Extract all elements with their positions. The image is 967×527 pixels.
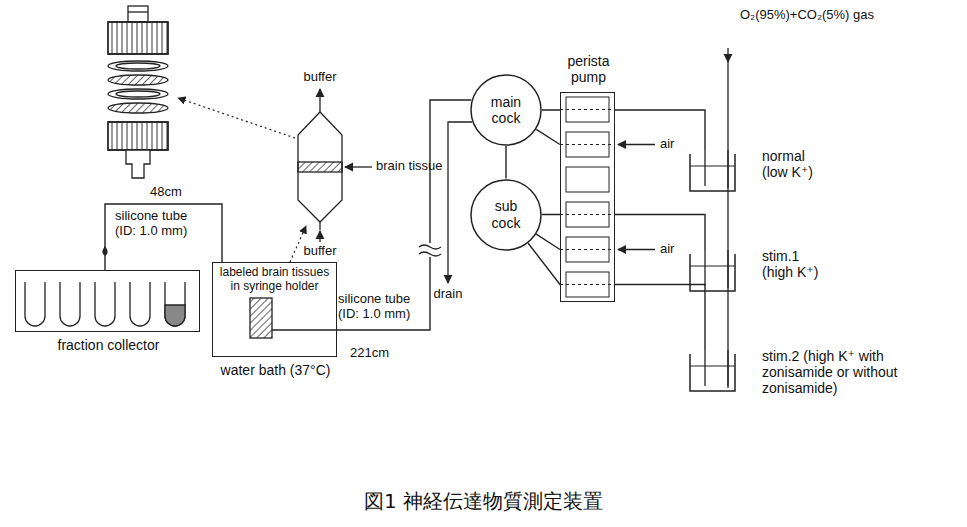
- intake-tube: [704, 250, 705, 286]
- text-holder: 図1 神経伝達物質測定装置: [0, 490, 967, 513]
- intake-tube: [704, 350, 705, 386]
- cock-circle: [471, 75, 541, 145]
- dotted-detail-arrow: [178, 98, 306, 262]
- flow-label: buffer: [290, 244, 350, 259]
- pump-tube: [560, 143, 615, 144]
- node-label: perista pump: [554, 53, 624, 85]
- air-label: air: [660, 137, 674, 152]
- text-holder: drain: [428, 287, 468, 302]
- text-holder: perista pump: [554, 53, 624, 85]
- peristaltic-pump: perista pump: [560, 92, 615, 302]
- text-holder: stim.2 (high K⁺ with zonisamide or witho…: [762, 348, 902, 396]
- fraction-collector: fraction collector: [15, 270, 200, 332]
- water-bath: labeled brain tissues in syringe holderw…: [212, 262, 337, 357]
- bottle-label: stim.2 (high K⁺ with zonisamide or witho…: [762, 348, 902, 396]
- drain-line: [448, 122, 472, 283]
- bottle-label: stim.1 (high K⁺): [762, 248, 828, 280]
- text-holder: normal (low K⁺): [762, 148, 824, 180]
- pump-cells: [560, 92, 615, 302]
- text-holder: silicone tube (ID: 1.0 mm): [338, 292, 428, 322]
- dimension-label: 48cm: [150, 185, 182, 200]
- labeled-tissue: [250, 298, 337, 338]
- text-holder: air: [660, 242, 674, 257]
- node-label: main cock: [484, 94, 528, 126]
- pump-tube: [560, 248, 615, 249]
- dimension-label: 221cm: [350, 346, 389, 361]
- buffer-bottle: stim.1 (high K⁺): [685, 250, 740, 292]
- text-holder: buffer: [290, 70, 350, 85]
- node-label: sub cock: [484, 198, 528, 230]
- figure-caption: 図1 神経伝達物質測定装置: [0, 490, 967, 513]
- main-cock: main cock: [470, 74, 542, 146]
- bottle-outline: [685, 250, 740, 294]
- text-holder: water bath (37°C): [196, 362, 356, 378]
- bottle-label: normal (low K⁺): [762, 148, 824, 180]
- text-holder: air: [660, 137, 674, 152]
- node-label: water bath (37°C): [196, 362, 356, 378]
- sub-cock: sub cock: [470, 179, 542, 251]
- gas-tube: [727, 150, 728, 188]
- text-holder: brain tissue: [376, 159, 442, 174]
- pump-tube: [560, 213, 615, 214]
- tube-label: silicone tube (ID: 1.0 mm): [338, 292, 428, 322]
- text-holder: 48cm: [150, 185, 182, 200]
- tube-connector: [505, 146, 506, 179]
- drain-label: drain: [428, 287, 468, 302]
- gas-tube: [727, 350, 728, 388]
- node-label: labeled brain tissues in syringe holder: [218, 266, 331, 294]
- bottle-outline: [685, 150, 740, 194]
- pump-tube: [560, 283, 615, 284]
- tube-connector: [105, 204, 222, 270]
- bottle-outline: [685, 350, 740, 394]
- text-holder: 221cm: [350, 346, 389, 361]
- text-holder: stim.1 (high K⁺): [762, 248, 828, 280]
- cock-circle: [471, 180, 541, 250]
- pump-cell: [566, 167, 609, 192]
- break-symbol: [419, 245, 441, 256]
- syringe-holder-exploded: [108, 6, 168, 178]
- intake-tube: [704, 150, 705, 186]
- gas-tube: [727, 250, 728, 288]
- tube-connector: [337, 100, 471, 330]
- tube-label: silicone tube (ID: 1.0 mm): [115, 209, 207, 239]
- air-label: air: [660, 242, 674, 257]
- buffer-bottle: stim.2 (high K⁺ with zonisamide or witho…: [685, 350, 740, 392]
- flow-label: buffer: [290, 70, 350, 85]
- syringe-holder-chamber: [298, 89, 372, 242]
- text-holder: silicone tube (ID: 1.0 mm): [115, 209, 207, 239]
- part-label: brain tissue: [376, 159, 442, 174]
- text-holder: O₂(95%)+CO₂(5%) gas: [740, 8, 925, 23]
- tube-connector: [528, 243, 705, 350]
- gas-label: O₂(95%)+CO₂(5%) gas: [740, 8, 925, 23]
- buffer-bottle: normal (low K⁺): [685, 150, 740, 192]
- pump-tube: [560, 108, 615, 109]
- node-label: fraction collector: [16, 337, 201, 353]
- gas-line: [727, 48, 728, 386]
- text-holder: fraction collector: [16, 337, 201, 353]
- text-holder: buffer: [290, 244, 350, 259]
